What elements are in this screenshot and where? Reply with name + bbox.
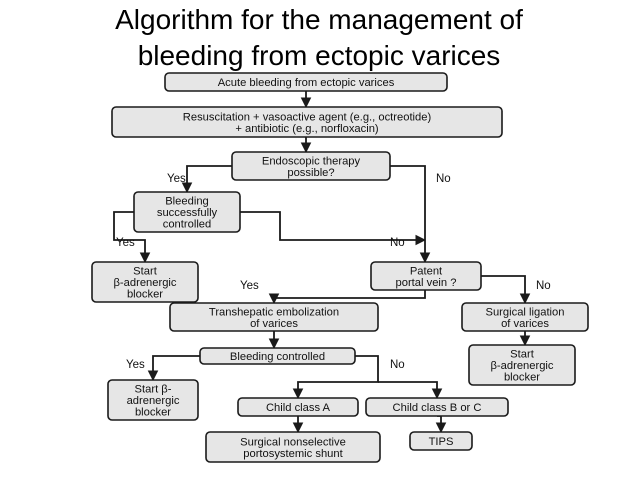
node-box [205, 431, 381, 463]
node-text-line: β-adrenergic [490, 360, 553, 372]
slide-title: Algorithm for the management of bleeding… [0, 2, 638, 74]
node-text-line: Transhepatic embolization [209, 306, 339, 318]
edge-label-yes-5: Yes [240, 280, 259, 292]
node-text-line: of varices [250, 318, 298, 330]
node-box [409, 431, 473, 451]
node-box [365, 397, 509, 417]
node-resus: Resuscitation + vasoactive agent (e.g., … [111, 106, 503, 138]
flow-arrow-7 [268, 290, 426, 305]
node-child-bc: Child class B or C [365, 397, 509, 417]
node-text-line: Start [133, 266, 158, 278]
edge-label-yes-1: Yes [167, 173, 186, 185]
node-box [237, 397, 359, 417]
edge-label-no-2: No [436, 173, 451, 185]
node-bleed-ctrl2: Bleeding controlled [199, 347, 356, 365]
node-text-line: Start [510, 349, 535, 361]
node-child-a: Child class A [237, 397, 359, 417]
node-text-line: Child class B or C [393, 402, 482, 414]
node-text-line: blocker [504, 372, 540, 384]
flow-arrow-4 [390, 165, 431, 264]
node-text-line: Patent [410, 265, 443, 277]
node-box [169, 302, 379, 332]
node-tips: TIPS [409, 431, 473, 451]
flow-arrow-5 [240, 211, 427, 246]
node-text-line: β-adrenergic [113, 277, 176, 289]
node-text-line: Resuscitation + vasoactive agent (e.g., … [183, 111, 432, 123]
flow-arrow-6 [113, 211, 151, 264]
node-text-line: adrenergic [127, 395, 180, 407]
node-text-line: blocker [127, 289, 163, 301]
edge-label-no-6: No [536, 280, 551, 292]
slide-title-line-2: bleeding from ectopic varices [137, 40, 501, 71]
node-text-line: Endoscopic therapy [262, 155, 361, 167]
edge-label-no-8: No [390, 359, 405, 371]
node-text-line: Surgical nonselective [240, 436, 346, 448]
node-box [111, 106, 503, 138]
node-text-line: successfully [157, 207, 218, 219]
node-text-line: Bleeding [165, 196, 209, 208]
flow-arrow-11 [147, 355, 200, 382]
flow-arrow-15 [435, 415, 447, 434]
node-text-line: of varices [501, 318, 549, 330]
node-text-line: blocker [135, 407, 171, 419]
node-box [199, 347, 356, 365]
flow-arrow-13 [378, 381, 443, 400]
node-box [133, 191, 241, 233]
node-box [231, 151, 391, 181]
node-text-line: Surgical ligation [486, 306, 565, 318]
node-text-line: + antibiotic (e.g., norfloxacin) [235, 123, 379, 135]
node-text-line: TIPS [429, 436, 454, 448]
edge-label-yes-3: Yes [116, 237, 135, 249]
edge-label-no-4: No [390, 237, 405, 249]
flow-arrow-3 [181, 165, 232, 194]
node-text-line: controlled [163, 219, 212, 231]
node-box [370, 261, 482, 291]
node-box [468, 344, 576, 386]
node-text-line: Acute bleeding from ectopic varices [218, 77, 395, 89]
slide-title-line-1: Algorithm for the management of [115, 4, 523, 35]
node-box [107, 379, 199, 421]
node-text-line: Start β- [135, 384, 172, 396]
node-box [164, 72, 448, 92]
node-text-line: Bleeding controlled [230, 351, 325, 363]
flow-arrow-8 [481, 275, 531, 305]
node-text-line: Child class A [266, 402, 331, 414]
node-text-line: portal vein ? [396, 277, 457, 289]
node-box [91, 261, 199, 303]
node-text-line: possible? [287, 167, 334, 179]
edge-label-yes-7: Yes [126, 359, 145, 371]
node-acute: Acute bleeding from ectopic varices [164, 72, 448, 92]
node-text-line: portosystemic shunt [243, 448, 343, 460]
node-box [461, 302, 589, 332]
